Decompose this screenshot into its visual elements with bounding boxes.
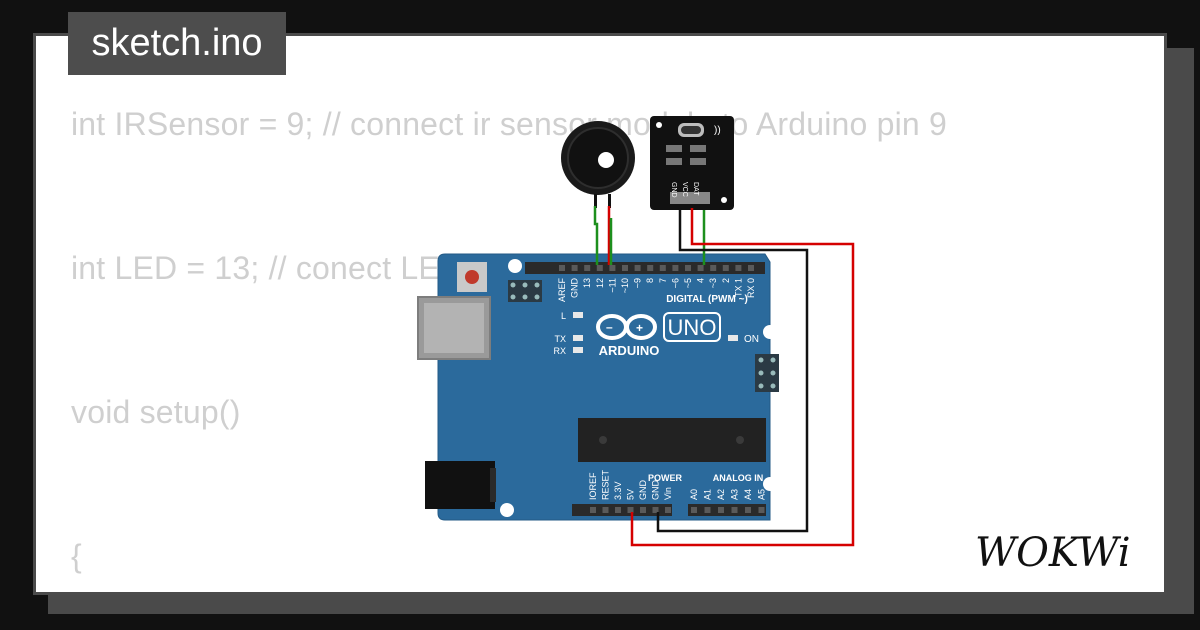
power-jack bbox=[425, 461, 495, 509]
ir-vcc-wire[interactable] bbox=[630, 208, 855, 547]
digital-pin-label: RX 0 bbox=[746, 278, 756, 298]
digital-pin-hole[interactable] bbox=[685, 265, 691, 271]
power-pin-label: GND bbox=[651, 480, 661, 501]
power-pin-hole[interactable] bbox=[627, 507, 634, 513]
digital-pin-label: ~10 bbox=[620, 278, 630, 293]
digital-pin-hole[interactable] bbox=[659, 265, 666, 271]
digital-pin-hole[interactable] bbox=[697, 265, 704, 271]
svg-text:)): )) bbox=[714, 125, 721, 136]
digital-pin-hole[interactable] bbox=[748, 265, 754, 271]
digital-pin-label: 7 bbox=[658, 278, 668, 283]
power-pin-hole[interactable] bbox=[652, 507, 659, 513]
power-header bbox=[572, 504, 672, 516]
analog-pin-label: A3 bbox=[730, 489, 740, 500]
analog-pin-hole[interactable] bbox=[704, 507, 711, 513]
on-led-label: ON bbox=[744, 334, 759, 345]
l-led-label: L bbox=[561, 311, 566, 321]
digital-pin-hole[interactable] bbox=[722, 265, 729, 271]
ir-receiver-module[interactable]: )) GND VCC DAT bbox=[650, 116, 734, 210]
digital-section-label: DIGITAL (PWM ~) bbox=[666, 294, 748, 305]
arduino-logo-icon bbox=[596, 314, 657, 340]
arduino-uno-board[interactable]: L TX RX ON – + UNO ARDUINO DIGITAL (PWM … bbox=[417, 253, 779, 521]
digital-pin-label: ~5 bbox=[683, 278, 693, 288]
digital-pin-hole[interactable] bbox=[559, 265, 565, 271]
svg-text:+: + bbox=[636, 321, 643, 335]
ir-gnd-wire[interactable] bbox=[656, 208, 809, 533]
analog-pin-label: A4 bbox=[743, 489, 753, 500]
power-pin-hole[interactable] bbox=[640, 507, 646, 513]
analog-pin-label: A0 bbox=[689, 489, 699, 500]
analog-pin-hole[interactable] bbox=[745, 507, 751, 513]
analog-pin-label: A5 bbox=[757, 489, 767, 500]
power-pin-hole[interactable] bbox=[615, 507, 621, 513]
ir-pin-dat: DAT bbox=[692, 182, 699, 196]
analog-pin-hole[interactable] bbox=[691, 507, 697, 513]
digital-pin-label: 12 bbox=[595, 278, 605, 288]
power-pin-label: 3.3V bbox=[613, 481, 623, 500]
code-line-4: { bbox=[71, 538, 82, 574]
ir-pin-vcc: VCC bbox=[681, 182, 688, 197]
digital-pin-label: ~11 bbox=[607, 278, 617, 293]
digital-pin-hole[interactable] bbox=[571, 265, 578, 271]
board-name-label: ARDUINO bbox=[599, 343, 660, 358]
rx-led-label: RX bbox=[553, 346, 566, 356]
code-line-3: void setup() bbox=[71, 394, 241, 430]
analog-pin-hole[interactable] bbox=[758, 507, 765, 513]
power-pin-label: IOREF bbox=[588, 472, 598, 500]
power-section-label: POWER bbox=[648, 473, 683, 483]
digital-pin-hole[interactable] bbox=[584, 265, 591, 271]
power-pin-hole[interactable] bbox=[602, 507, 609, 513]
digital-pin-label: 2 bbox=[721, 278, 731, 283]
digital-pin-hole[interactable] bbox=[710, 265, 717, 271]
digital-pin-hole[interactable] bbox=[622, 265, 628, 271]
analog-section-label: ANALOG IN bbox=[713, 473, 764, 483]
buzzer[interactable] bbox=[561, 121, 635, 208]
ir-pin-gnd: GND bbox=[670, 182, 677, 198]
power-pin-hole[interactable] bbox=[665, 507, 671, 513]
digital-pin-label: ~3 bbox=[708, 278, 718, 288]
analog-pin-label: A2 bbox=[716, 489, 726, 500]
power-pin-label: 5V bbox=[626, 489, 636, 500]
power-pin-hole[interactable] bbox=[590, 507, 596, 513]
power-pin-label: Vin bbox=[663, 487, 673, 500]
digital-pin-label: ~6 bbox=[670, 278, 680, 288]
file-title-tab: sketch.ino bbox=[68, 12, 286, 75]
wokwi-logo-text: WOKWi bbox=[975, 530, 1131, 576]
digital-pin-label: 8 bbox=[645, 278, 655, 283]
analog-pin-label: A1 bbox=[703, 489, 713, 500]
digital-pin-label: 4 bbox=[696, 278, 706, 283]
buzzer-wire-negative[interactable] bbox=[593, 206, 599, 265]
digital-pin-hole[interactable] bbox=[634, 265, 641, 271]
digital-pin-hole[interactable] bbox=[672, 265, 679, 271]
digital-pin-hole[interactable] bbox=[647, 265, 654, 271]
power-pin-label: GND bbox=[638, 480, 648, 501]
ir-pin-header bbox=[670, 192, 710, 204]
digital-pin-label: 13 bbox=[582, 278, 592, 288]
analog-pin-hole[interactable] bbox=[731, 507, 738, 513]
tx-led-label: TX bbox=[554, 334, 566, 344]
digital-pin-label: AREF bbox=[557, 278, 567, 303]
digital-pin-hole[interactable] bbox=[596, 265, 603, 271]
atmega-chip bbox=[578, 418, 766, 462]
digital-pin-label: GND bbox=[570, 278, 580, 299]
digital-pin-label: ~9 bbox=[633, 278, 643, 288]
board-model-label: UNO bbox=[668, 315, 717, 340]
digital-pin-hole[interactable] bbox=[609, 265, 616, 271]
analog-header bbox=[688, 504, 766, 516]
wokwi-logo: WOKWi bbox=[975, 528, 1150, 576]
analog-pin-hole[interactable] bbox=[718, 507, 724, 513]
digital-pin-hole[interactable] bbox=[735, 265, 742, 271]
svg-text:–: – bbox=[606, 320, 613, 334]
digital-pin-label: TX 1 bbox=[733, 278, 743, 297]
power-pin-label: RESET bbox=[601, 469, 611, 500]
